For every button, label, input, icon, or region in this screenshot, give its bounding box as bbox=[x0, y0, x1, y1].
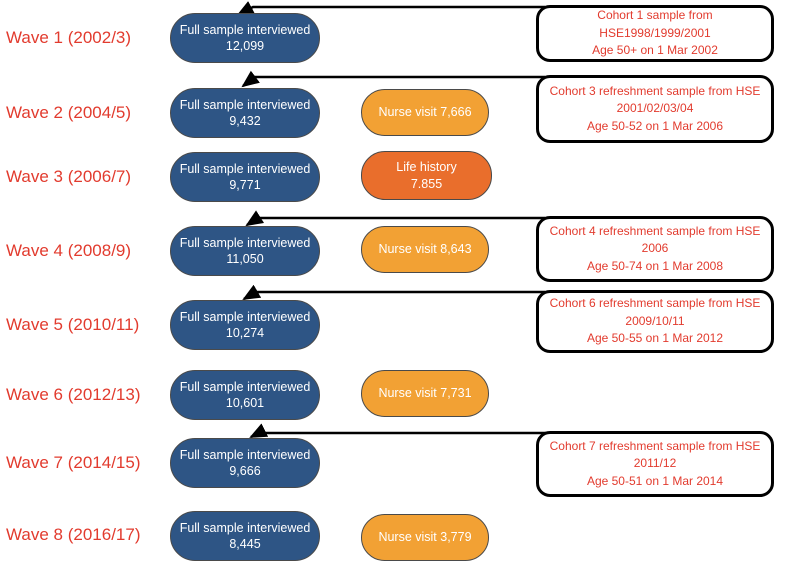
wave-2-nurse-visit-box: Nurse visit 7,666 bbox=[361, 89, 489, 136]
cohort-note-line: 2006 bbox=[641, 241, 669, 256]
wave-6-full-sample-box: Full sample interviewed 10,601 bbox=[170, 370, 320, 420]
wave-6-nurse-visit-box: Nurse visit 7,731 bbox=[361, 370, 489, 417]
wave-1-full-sample-box: Full sample interviewed 12,099 bbox=[170, 13, 320, 63]
wave-8-label: Wave 8 (2016/17) bbox=[6, 525, 141, 544]
cohort-7-note: Cohort 7 refreshment sample from HSE 201… bbox=[536, 431, 774, 497]
cohort-4-note: Cohort 4 refreshment sample from HSE 200… bbox=[536, 216, 774, 282]
cohort-note-line: Age 50-52 on 1 Mar 2006 bbox=[586, 118, 724, 133]
full-sample-title: Full sample interviewed bbox=[179, 379, 311, 394]
cohort-note-line: 2001/02/03/04 bbox=[616, 101, 694, 116]
wave-4-label: Wave 4 (2008/9) bbox=[6, 241, 132, 260]
cohort-note-line: Age 50-55 on 1 Mar 2012 bbox=[586, 331, 724, 346]
full-sample-title: Full sample interviewed bbox=[179, 22, 311, 37]
arrow-cohort3-to-wave2 bbox=[241, 70, 545, 88]
cohort-note-line: Age 50-74 on 1 Mar 2008 bbox=[586, 258, 724, 273]
arrow-cohort4-to-wave4 bbox=[245, 210, 545, 227]
full-sample-title: Full sample interviewed bbox=[179, 447, 311, 462]
full-sample-title: Full sample interviewed bbox=[179, 520, 311, 535]
wave-2-full-sample-box: Full sample interviewed 9,432 bbox=[170, 88, 320, 138]
full-sample-title: Full sample interviewed bbox=[179, 161, 311, 176]
nurse-visit-label: Nurse visit 7,666 bbox=[378, 105, 472, 120]
nurse-visit-label: Nurse visit 7,731 bbox=[378, 386, 472, 401]
full-sample-title: Full sample interviewed bbox=[179, 235, 311, 250]
arrow-cohort6-to-wave5 bbox=[242, 284, 545, 301]
wave-4-full-sample-box: Full sample interviewed 11,050 bbox=[170, 226, 320, 276]
wave-6-label: Wave 6 (2012/13) bbox=[6, 385, 141, 404]
nurse-visit-label: Nurse visit 8,643 bbox=[378, 242, 472, 257]
nurse-visit-label: Nurse visit 3,779 bbox=[378, 530, 472, 545]
arrow-cohort1-to-wave1 bbox=[236, 1, 545, 17]
cohort-6-note: Cohort 6 refreshment sample from HSE 200… bbox=[536, 290, 774, 353]
cohort-note-line: Age 50+ on 1 Mar 2002 bbox=[592, 43, 718, 58]
life-history-count: 7.855 bbox=[410, 176, 443, 191]
full-sample-count: 9,666 bbox=[229, 464, 261, 478]
full-sample-count: 11,050 bbox=[226, 252, 264, 266]
wave-3-label: Wave 3 (2006/7) bbox=[6, 167, 132, 186]
life-history-label: Life history bbox=[396, 160, 457, 175]
wave-1-label: Wave 1 (2002/3) bbox=[6, 28, 132, 47]
cohort-note-line: Cohort 3 refreshment sample from HSE bbox=[549, 83, 761, 98]
full-sample-count: 10,601 bbox=[225, 396, 265, 410]
wave-5-label: Wave 5 (2010/11) bbox=[6, 315, 140, 334]
wave-8-nurse-visit-box: Nurse visit 3,779 bbox=[361, 514, 489, 561]
cohort-note-line: Age 50-51 on 1 Mar 2014 bbox=[586, 473, 724, 488]
cohort-note-line: Cohort 7 refreshment sample from HSE bbox=[549, 438, 761, 453]
wave-8-full-sample-box: Full sample interviewed 8,445 bbox=[170, 511, 320, 561]
full-sample-count: 10,274 bbox=[225, 326, 265, 340]
arrow-cohort7-to-wave7 bbox=[249, 423, 547, 439]
wave-7-full-sample-box: Full sample interviewed 9,666 bbox=[170, 438, 320, 488]
full-sample-title: Full sample interviewed bbox=[179, 309, 311, 324]
cohort-1-note: Cohort 1 sample from HSE1998/1999/2001 A… bbox=[536, 5, 774, 62]
full-sample-count: 12,099 bbox=[225, 39, 265, 53]
wave-3-life-history-box: Life history 7.855 bbox=[361, 151, 492, 200]
wave-4-nurse-visit-box: Nurse visit 8,643 bbox=[361, 226, 489, 273]
cohort-note-line: Cohort 1 sample from HSE1998/1999/2001 bbox=[597, 8, 713, 40]
full-sample-count: 8,445 bbox=[229, 537, 261, 551]
wave-3-full-sample-box: Full sample interviewed 9,771 bbox=[170, 152, 320, 202]
cohort-note-line: 2009/10/11 bbox=[625, 313, 685, 328]
wave-5-full-sample-box: Full sample interviewed 10,274 bbox=[170, 300, 320, 350]
cohort-note-line: Cohort 4 refreshment sample from HSE bbox=[549, 223, 761, 238]
full-sample-count: 9,432 bbox=[229, 114, 261, 128]
wave-2-label: Wave 2 (2004/5) bbox=[6, 103, 132, 122]
full-sample-title: Full sample interviewed bbox=[179, 97, 311, 112]
full-sample-count: 9,771 bbox=[229, 178, 261, 192]
cohort-note-line: Cohort 6 refreshment sample from HSE bbox=[549, 296, 761, 311]
cohort-3-note: Cohort 3 refreshment sample from HSE 200… bbox=[536, 75, 774, 143]
wave-7-label: Wave 7 (2014/15) bbox=[6, 453, 141, 472]
cohort-note-line: 2011/12 bbox=[633, 456, 677, 471]
